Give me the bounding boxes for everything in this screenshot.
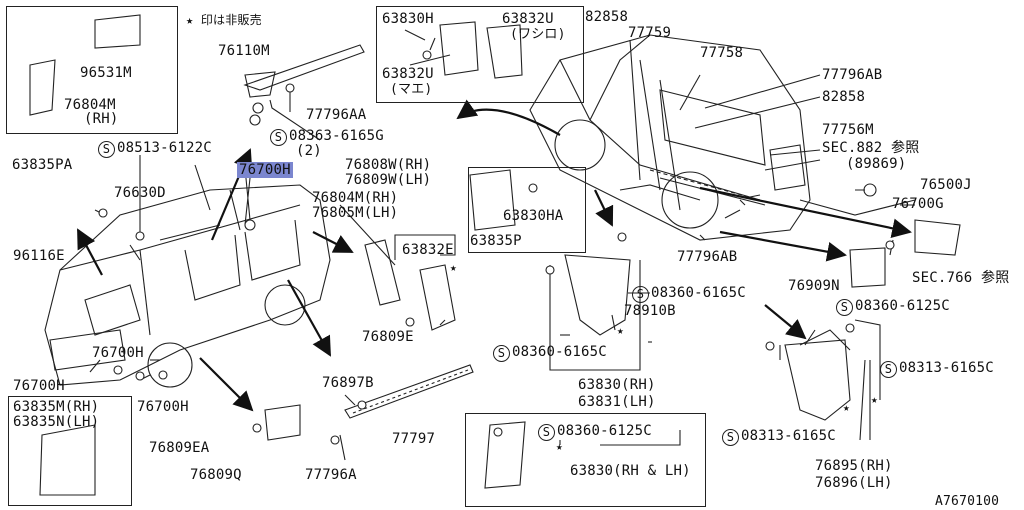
part-76896: 76896(LH) xyxy=(815,475,893,491)
non-sale-star-icon: ★ xyxy=(450,261,457,274)
part-63832u-bot-sub: (マエ) xyxy=(390,82,433,97)
van-body-outline xyxy=(44,184,331,386)
screw-08313-6165c-b-label: 08313-6165C xyxy=(741,428,836,444)
part-77756m: 77756M xyxy=(822,122,874,138)
part-63831: 63831(LH) xyxy=(578,394,656,410)
part-77796ab-mid: 77796AB xyxy=(677,249,738,265)
part-77796ab-top: 77796AB xyxy=(822,67,883,83)
part-63832u-top-sub: (ワシロ) xyxy=(510,27,566,42)
part-96116e: 96116E xyxy=(13,248,65,264)
part-76809ea: 76809EA xyxy=(149,440,210,456)
screw-symbol-icon: S xyxy=(836,299,853,316)
sec-766-ref: SEC.766 参照 xyxy=(912,270,1010,286)
part-76809w: 76809W(LH) xyxy=(345,172,432,188)
part-77797: 77797 xyxy=(392,431,436,447)
screw-08313-6165c-a-label: 08313-6165C xyxy=(899,360,994,376)
part-76809q: 76809Q xyxy=(190,467,242,483)
part-77796aa: 77796AA xyxy=(306,107,367,123)
part-63832e: 63832E xyxy=(402,242,454,258)
screw-symbol-icon: S xyxy=(538,424,555,441)
part-76909n: 76909N xyxy=(788,278,840,294)
part-76500j: 76500J xyxy=(920,177,972,193)
part-63835n: 63835N(LH) xyxy=(13,414,100,430)
part-76700h-top-label: 76700H xyxy=(237,162,293,178)
part-76897b: 76897B xyxy=(322,375,374,391)
part-77758: 77758 xyxy=(700,45,744,61)
inset-63835m-box xyxy=(8,396,132,506)
non-sale-note: ★ 印は非販売 xyxy=(186,13,262,27)
part-76808w: 76808W(RH) xyxy=(345,157,432,173)
part-63832u-top: 63832U xyxy=(502,11,554,27)
part-76700h-mid: 76700H xyxy=(92,345,144,361)
screw-08360-6125c-box-label: 08360-6125C xyxy=(557,423,652,439)
screw-08363-6165g-label: 08363-6165G xyxy=(289,128,384,144)
rear-van-outline xyxy=(529,34,811,241)
screw-08360-6125c-right-label: 08360-6125C xyxy=(855,298,950,314)
screw-08363-qty: (2) xyxy=(296,143,322,159)
part-78910b: 78910B xyxy=(624,303,676,319)
screw-symbol-icon: S xyxy=(880,361,897,378)
non-sale-star-icon: ★ xyxy=(556,440,563,453)
sec-882-ref: SEC.882 参照 xyxy=(822,140,920,156)
part-63835p: 63835P xyxy=(470,233,522,249)
part-63830-rh-lh: 63830(RH & LH) xyxy=(570,463,691,479)
part-76809e: 76809E xyxy=(362,329,414,345)
screw-symbol-icon: S xyxy=(632,286,649,303)
inset-63835p-box xyxy=(468,167,586,253)
part-77759: 77759 xyxy=(628,25,672,41)
part-63830ha: 63830HA xyxy=(503,208,564,224)
screw-symbol-icon: S xyxy=(98,141,115,158)
screw-symbol-icon: S xyxy=(270,129,287,146)
part-96531m: 96531M xyxy=(80,65,132,81)
part-63832u-bot: 63832U xyxy=(382,66,434,82)
part-76804m-rh-top: 76804M xyxy=(64,97,116,113)
inset-96531m-box xyxy=(6,6,178,134)
diagram-code: A7670100 xyxy=(935,494,1000,509)
part-63835m: 63835M(RH) xyxy=(13,399,100,415)
part-76110m: 76110M xyxy=(218,43,270,59)
part-82858-mid: 82858 xyxy=(822,89,866,105)
part-63835pa: 63835PA xyxy=(12,157,73,173)
screw-08360-6165c-b-label: 08360-6165C xyxy=(512,344,607,360)
part-77796a: 77796A xyxy=(305,467,357,483)
part-76630d: 76630D xyxy=(114,185,166,201)
part-76700h-bot: 76700H xyxy=(137,399,189,415)
part-63830h: 63830H xyxy=(382,11,434,27)
screw-08360-6165c-a-label: 08360-6165C xyxy=(651,285,746,301)
inset-63832u-box xyxy=(376,6,584,103)
part-76804m-rh-top-sub: (RH) xyxy=(84,111,119,127)
sec-882-ref-sub: (89869) xyxy=(846,156,907,172)
screw-08513-6122c-label: 08513-6122C xyxy=(117,140,212,156)
non-sale-star-icon: ★ xyxy=(871,393,878,406)
part-76895: 76895(RH) xyxy=(815,458,893,474)
part-76700g: 76700G xyxy=(892,196,944,212)
part-63830: 63830(RH) xyxy=(578,377,656,393)
part-82858-top: 82858 xyxy=(585,9,629,25)
part-76700h-left: 76700H xyxy=(13,378,65,394)
screw-symbol-icon: S xyxy=(722,429,739,446)
part-76700h-top: 76700H xyxy=(237,162,293,178)
part-76805m: 76805M(LH) xyxy=(312,205,399,221)
inset-63830-box xyxy=(465,413,706,507)
screw-symbol-icon: S xyxy=(493,345,510,362)
non-sale-star-icon: ★ xyxy=(617,324,624,337)
non-sale-star-icon: ★ xyxy=(843,401,850,414)
part-76804m: 76804M(RH) xyxy=(312,190,399,206)
